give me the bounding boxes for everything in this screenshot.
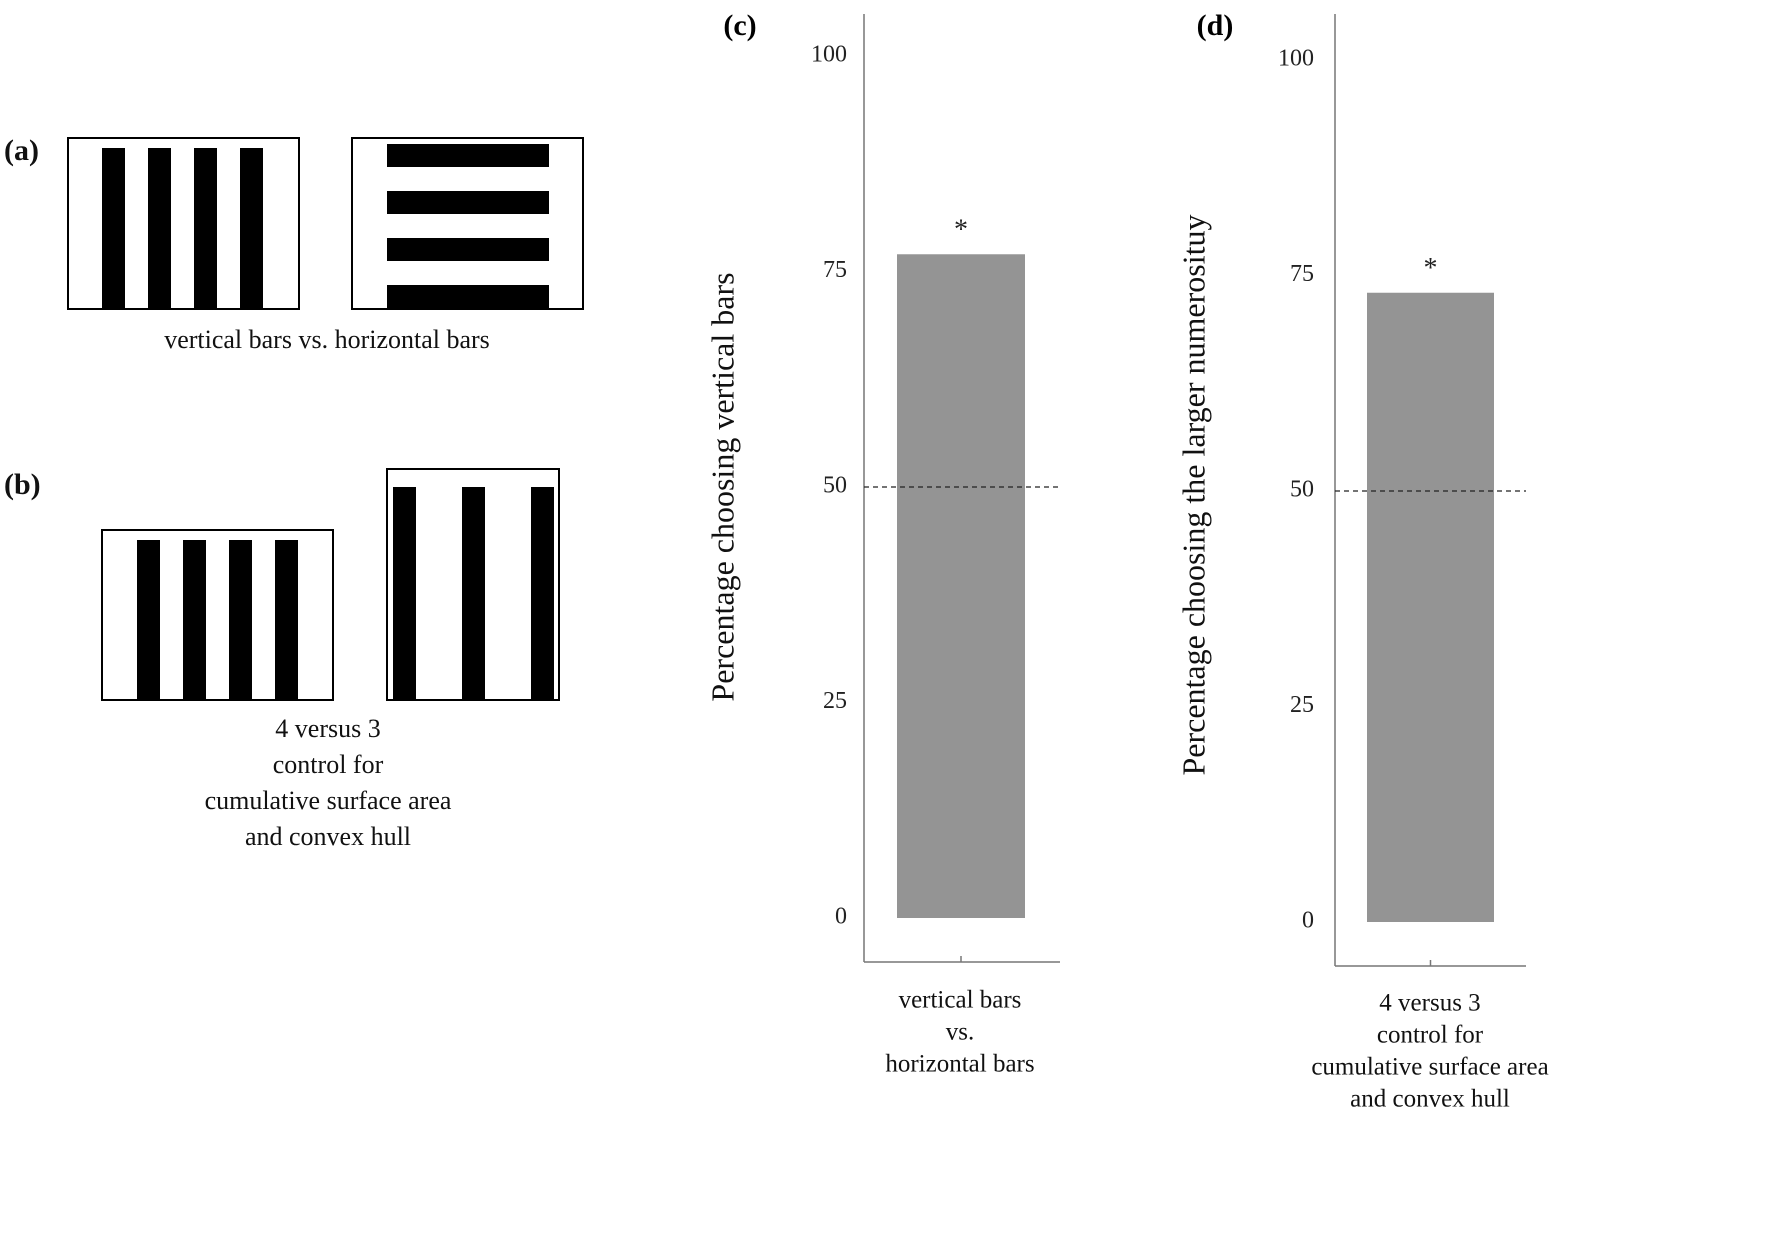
x-category-label: horizontal bars	[885, 1051, 1034, 1078]
y-tick-label: 50	[823, 473, 847, 499]
panel-label: (d)	[1197, 9, 1234, 42]
x-category-label: vertical bars	[899, 987, 1022, 1014]
caption-b-line-3: cumulative surface area	[204, 786, 452, 815]
stimulus-three-bars-b	[386, 468, 560, 701]
bar	[897, 254, 1025, 918]
horizontal-bar	[387, 285, 549, 308]
bar	[1367, 292, 1494, 922]
vertical-bar	[229, 540, 252, 701]
panel-label-b: (b)	[4, 468, 41, 501]
vertical-bar	[183, 540, 206, 701]
y-tick-label: 100	[811, 42, 847, 68]
vertical-bar	[393, 487, 416, 701]
y-tick-label: 25	[1290, 692, 1314, 718]
vertical-bar	[194, 148, 217, 310]
panel-label-a: (a)	[4, 134, 39, 167]
y-tick-label: 50	[1290, 477, 1314, 503]
stimulus-four-bars-b	[101, 529, 334, 701]
x-category-label: vs.	[946, 1019, 974, 1046]
horizontal-bar	[387, 238, 549, 261]
x-category-label: control for	[1377, 1022, 1484, 1049]
y-axis-label: Percentage choosing the larger numerosit…	[1175, 214, 1211, 775]
y-tick-label: 75	[1290, 261, 1314, 287]
y-tick-label: 25	[823, 688, 847, 714]
caption-b-line-1: 4 versus 3	[275, 714, 381, 743]
vertical-bar	[240, 148, 263, 310]
caption-b: 4 versus 3 control for cumulative surfac…	[168, 711, 488, 855]
y-tick-label: 0	[835, 904, 847, 930]
vertical-bar	[462, 487, 485, 701]
panel-label: (c)	[723, 9, 756, 42]
significance-marker: *	[1424, 253, 1438, 284]
vertical-bar	[137, 540, 160, 701]
vertical-bar	[148, 148, 171, 310]
significance-marker: *	[954, 215, 968, 246]
y-tick-label: 0	[1302, 908, 1314, 934]
x-category-label: and convex hull	[1350, 1086, 1510, 1113]
stimulus-vertical-bars-a	[67, 137, 300, 310]
y-tick-label: 100	[1278, 46, 1314, 72]
vertical-bar	[102, 148, 125, 310]
caption-b-line-4: and convex hull	[244, 822, 412, 851]
y-axis-label: Percentage choosing vertical bars	[704, 272, 740, 701]
y-tick-label: 75	[823, 257, 847, 283]
x-category-label: 4 versus 3	[1379, 990, 1480, 1017]
horizontal-bar	[387, 191, 549, 214]
vertical-bar	[531, 487, 554, 701]
stimulus-horizontal-bars-a	[351, 137, 584, 310]
vertical-bar	[275, 540, 298, 701]
x-category-label: cumulative surface area	[1311, 1054, 1548, 1081]
caption-a: vertical bars vs. horizontal bars	[164, 325, 490, 354]
horizontal-bar	[387, 144, 549, 167]
caption-b-line-2: control for	[272, 750, 384, 779]
